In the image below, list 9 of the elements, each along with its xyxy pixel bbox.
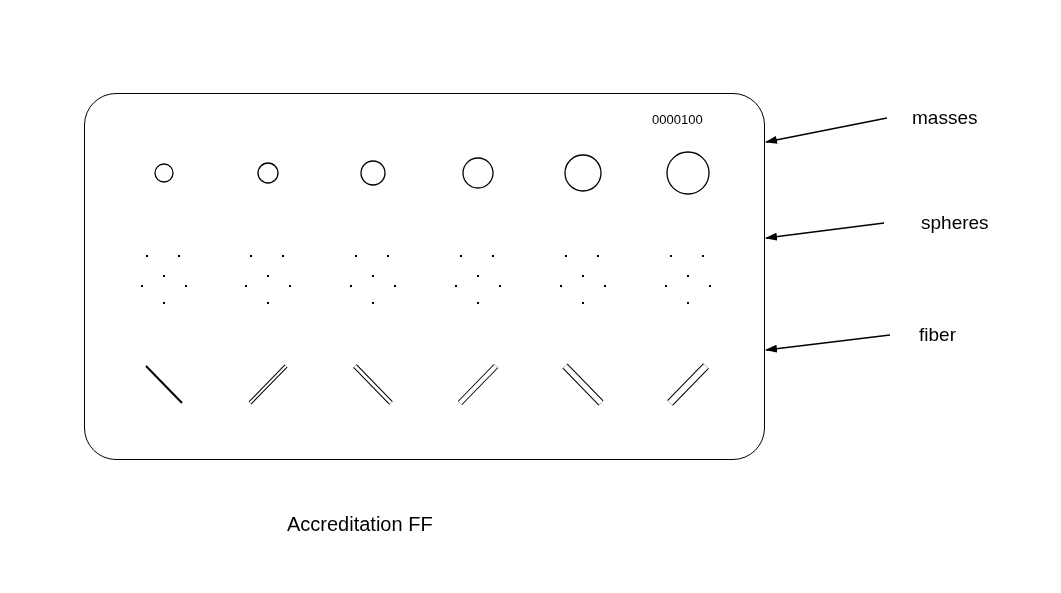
leader-arrow bbox=[765, 222, 885, 241]
leader-arrow bbox=[765, 117, 888, 144]
callout-label: masses bbox=[912, 107, 978, 129]
callout-label: spheres bbox=[921, 212, 989, 234]
phantom-plate bbox=[84, 93, 765, 460]
serial-number: 0000100 bbox=[652, 112, 703, 127]
callout-label: fiber bbox=[919, 324, 956, 346]
caption: Accreditation FF bbox=[287, 513, 433, 536]
leader-arrow bbox=[765, 334, 891, 353]
